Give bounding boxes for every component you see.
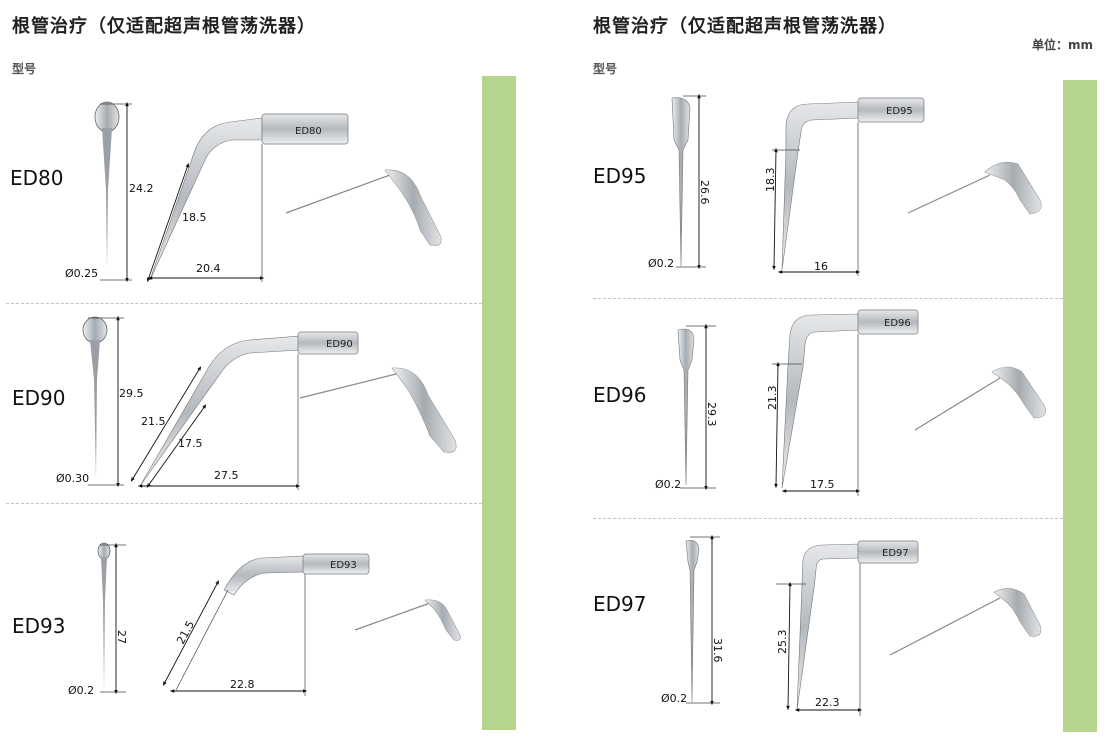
left-divider-2 [6,503,482,504]
ed96-diameter: Ø0.2 [655,478,681,491]
ed90-diameter: Ø0.30 [56,472,89,485]
model-label-ed97: ED97 [593,592,647,616]
ed80-tip-label: ED80 [295,126,322,137]
ed80-dim-a: 18.5 [182,211,207,224]
model-label-ed90: ED90 [12,386,66,410]
ed80-length: 24.2 [129,182,154,195]
ed90-dim-c: 27.5 [214,469,239,482]
left-panel-title: 根管治疗（仅适配超声根管荡洗器） [12,16,316,37]
ed96-dim-b: 17.5 [810,478,835,491]
right-divider-2 [593,518,1063,519]
ed97-dim-b: 22.3 [815,696,840,709]
ed93-tip-label: ED93 [330,560,357,571]
ed96-length: 29.3 [705,402,718,427]
ed97-tip-label: ED97 [882,548,909,559]
right-accent-bar [1063,80,1097,732]
model-label-ed96: ED96 [593,383,647,407]
ed80-drawing: 24.2 Ø0.25 ED80 18.5 20.4 [65,101,442,283]
ed97-drawing: 31.6 Ø0.2 ED97 25.3 22.3 [661,534,1042,716]
left-divider-1 [6,303,482,304]
ed96-tip-label: ED96 [884,318,911,329]
ed97-diameter: Ø0.2 [661,692,687,705]
model-label-ed93: ED93 [12,614,66,638]
ed80-diameter: Ø0.25 [65,267,98,280]
ed93-drawing: 27 Ø0.2 ED93 21.5 22.8 [68,542,461,697]
ed90-dim-a: 21.5 [141,415,166,428]
right-column-label: 型号 [593,62,618,76]
left-accent-bar [482,76,516,730]
left-column-label: 型号 [12,62,37,76]
ed97-dim-a: 25.3 [776,630,789,655]
ed93-length: 27 [115,630,128,644]
ed96-drawing: 29.3 Ø0.2 ED96 21.3 17.5 [655,309,1046,496]
ed90-tip-label: ED90 [326,339,353,350]
ed90-drawing: 29.5 Ø0.30 ED90 21.5 17.5 27.5 [56,315,457,490]
ed95-dim-b: 16 [814,260,828,273]
ed97-length: 31.6 [711,638,724,663]
right-panel-title: 根管治疗（仅适配超声根管荡洗器） [593,16,897,37]
ed93-diameter: Ø0.2 [68,684,94,697]
right-divider-1 [593,298,1063,299]
ed95-drawing: 26.6 Ø0.2 ED95 18.3 16 [648,93,1042,276]
model-label-ed95: ED95 [593,164,647,188]
ed80-dim-b: 20.4 [196,262,221,275]
ed95-dim-a: 18.3 [764,168,777,193]
ed95-length: 26.6 [698,180,711,205]
ed90-length: 29.5 [119,387,144,400]
ed90-dim-b: 17.5 [178,437,203,450]
ed96-dim-a: 21.3 [766,386,779,411]
ed95-diameter: Ø0.2 [648,257,674,270]
ed93-dim-b: 22.8 [230,678,255,691]
unit-label: 单位：mm [1031,38,1093,52]
ed95-tip-label: ED95 [886,106,913,117]
ed93-dim-a: 21.5 [174,619,197,647]
model-label-ed80: ED80 [10,166,64,190]
